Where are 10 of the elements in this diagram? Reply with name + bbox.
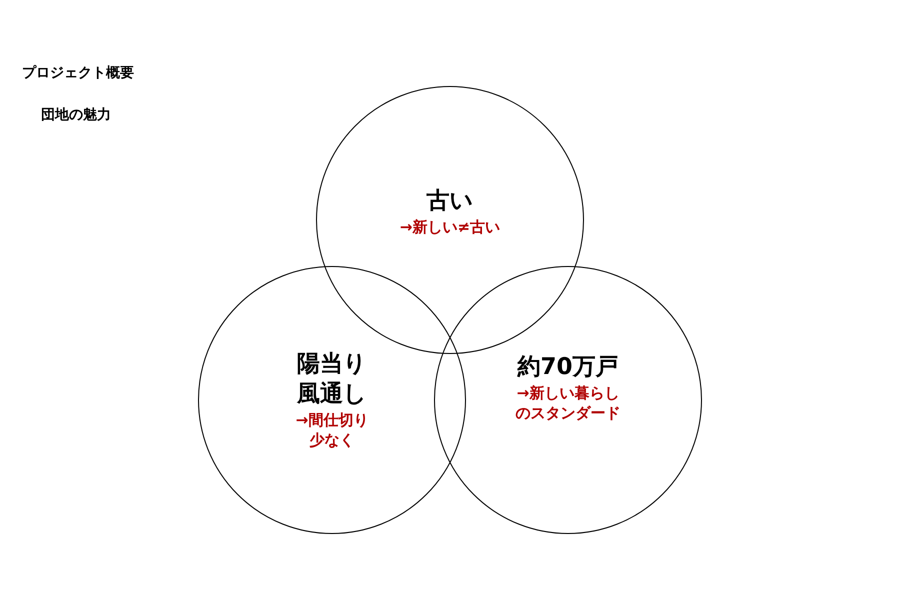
page-title: プロジェクト概要: [22, 64, 134, 82]
venn-circle: [198, 266, 466, 534]
circle-heading: 古い: [426, 186, 474, 216]
section-heading: 団地の魅力: [41, 106, 111, 124]
circle-note: →新しい暮らしのスタンダード: [514, 382, 622, 424]
circle-note: →間仕切り少なく: [294, 410, 370, 450]
circle-note: →新しい≠古い: [400, 216, 500, 238]
venn-circle: [434, 266, 702, 534]
circle-heading: 約70万戸: [516, 352, 620, 382]
circle-heading: 陽当り風通し: [296, 350, 368, 409]
